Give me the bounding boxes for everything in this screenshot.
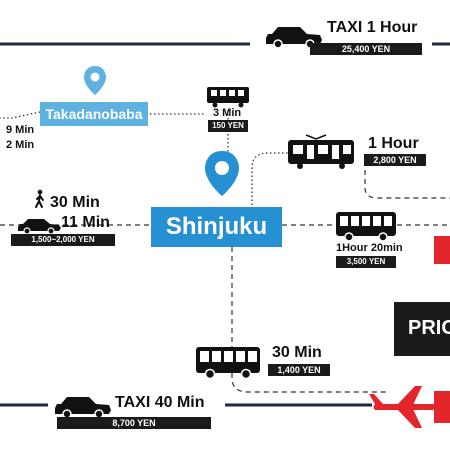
train-icon xyxy=(288,134,354,169)
airplane-icon xyxy=(369,386,438,428)
taxi-bottom-label: TAXI 40 Min xyxy=(115,394,205,411)
location-pin-icon xyxy=(84,66,106,95)
takada-left-dots xyxy=(0,111,41,119)
bus-bottom-price: 1,400 YEN xyxy=(268,364,330,376)
train-right-time: 1 Hour xyxy=(368,135,419,152)
bus-bottom-time: 30 Min xyxy=(272,344,322,361)
shinjuku-to-bus-dashed xyxy=(231,247,390,393)
taxi-top-label: TAXI 1 Hour xyxy=(327,19,418,36)
taxi-icon xyxy=(55,397,111,419)
station-shinjuku[interactable]: Shinjuku xyxy=(151,207,282,247)
left-route-time-a: 9 Min xyxy=(6,124,35,136)
taxi-bottom-price: 8,700 YEN xyxy=(57,417,211,429)
left-route-time-b: 2 Min xyxy=(6,139,35,151)
walker-icon xyxy=(35,189,44,208)
bus-icon xyxy=(196,347,260,380)
taxi-left-price: 1,500~2,000 YEN xyxy=(11,234,115,246)
train-right-price: 2,800 YEN xyxy=(364,154,426,166)
train-takada-time: 3 Min xyxy=(213,107,242,119)
taxi-left-time: 11 Min xyxy=(61,214,110,231)
train-takada-price: 150 YEN xyxy=(208,120,248,132)
bus-right-price: 3,500 YEN xyxy=(336,256,396,268)
airport-marker xyxy=(434,236,450,264)
price-panel-label: PRIC xyxy=(408,317,450,339)
walk-time: 30 Min xyxy=(50,194,100,211)
shinjuku-to-train-dots xyxy=(251,152,288,205)
bus-right-time: 1Hour 20min xyxy=(336,242,403,254)
location-pin-icon xyxy=(205,151,239,196)
train-right-dashed xyxy=(364,170,450,199)
train-icon xyxy=(207,87,249,108)
price-panel xyxy=(394,302,450,356)
bus-icon xyxy=(336,212,396,242)
station-takadanobaba[interactable]: Takadanobaba xyxy=(40,102,148,126)
taxi-top-price: 25,400 YEN xyxy=(310,43,422,55)
taxi-icon xyxy=(18,219,61,235)
airport-marker xyxy=(434,391,450,423)
